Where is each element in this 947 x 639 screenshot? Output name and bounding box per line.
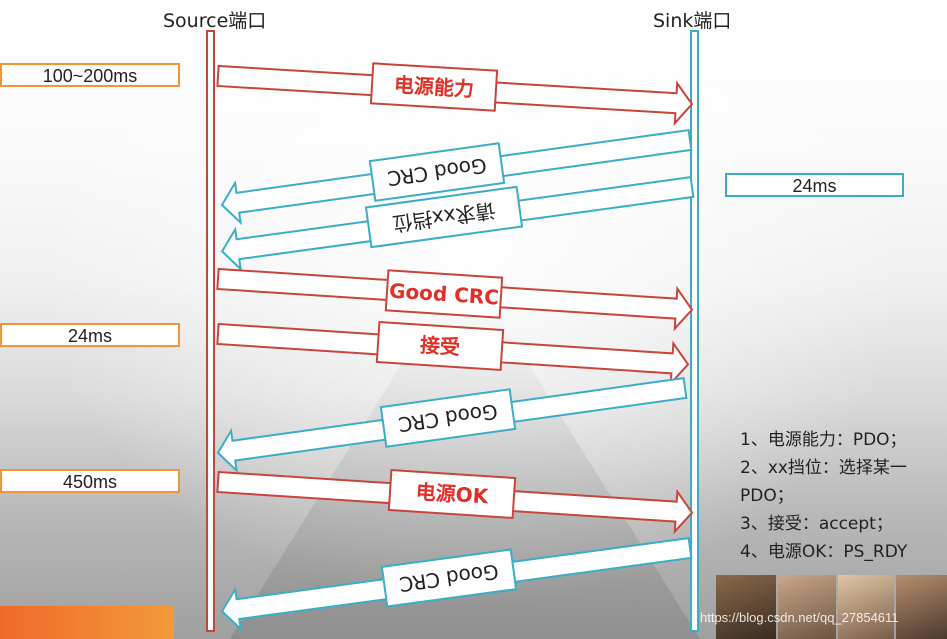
note-line-4: 3、接受：accept； (740, 514, 893, 534)
message-label-box-7 (387, 468, 517, 520)
message-label-text-7: 电源OK (415, 480, 490, 509)
thumbnail-2 (778, 575, 836, 639)
accent-bar (0, 606, 174, 639)
sink-port-line (690, 30, 699, 632)
notes-list: 1、电源能力：PDO； 2、xx挡位：选择某一 PDO； 3、接受：accept… (740, 426, 947, 566)
message-label-box-8 (380, 548, 518, 608)
sink-port-title: Sink端口 (653, 10, 732, 32)
source-port-line (206, 30, 215, 632)
message-label-text-5: 接受 (419, 333, 460, 360)
video-thumbnails (716, 575, 947, 639)
message-label-1: 电源能力 (369, 62, 499, 112)
thumbnail-4 (896, 575, 947, 639)
note-line-3: PDO； (740, 486, 794, 506)
thumbnail-3 (838, 575, 894, 639)
message-label-box-3 (364, 185, 524, 249)
watermark-text: https://blog.csdn.net/qq_27854611 (700, 610, 899, 625)
message-label-8: Good CRC (380, 548, 518, 608)
message-label-7: 电源OK (387, 468, 517, 520)
message-label-box-5 (375, 320, 505, 372)
timing-box-24ms-source: 24ms (0, 323, 180, 347)
note-line-2: 2、xx挡位：选择某一 (740, 458, 907, 478)
timing-box-100-200ms: 100~200ms (0, 63, 180, 87)
thumbnail-1 (716, 575, 776, 639)
message-label-4: Good CRC (384, 269, 504, 319)
message-label-text-1: 电源能力 (393, 73, 474, 102)
message-label-box-6 (379, 388, 517, 448)
message-label-box-4 (384, 269, 504, 319)
message-label-box-2 (368, 142, 506, 202)
timing-box-24ms-sink: 24ms (725, 173, 904, 197)
note-line-5: 4、电源OK：PS_RDY (740, 542, 908, 562)
source-port-title: Source端口 (163, 10, 267, 32)
message-label-3: 请求xx挡位 (364, 185, 524, 249)
note-line-1: 1、电源能力：PDO； (740, 430, 907, 450)
timing-box-450ms: 450ms (0, 469, 180, 493)
message-label-5: 接受 (375, 320, 505, 372)
message-label-2: Good CRC (368, 142, 506, 202)
message-label-box-1 (369, 62, 499, 112)
message-label-6: Good CRC (379, 388, 517, 448)
